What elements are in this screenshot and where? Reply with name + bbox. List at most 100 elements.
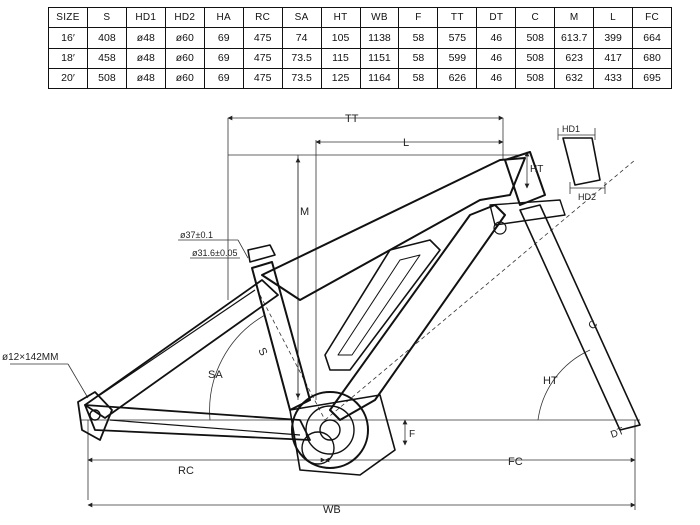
table-header-cell: HD1 — [125, 6, 166, 29]
table-cell: 475 — [242, 47, 283, 69]
label-fc: FC — [508, 456, 523, 468]
table-cell: 508 — [515, 67, 556, 90]
table-cell: 73.5 — [281, 67, 322, 90]
label-tt: TT — [345, 113, 359, 125]
table-header-cell: HD2 — [164, 6, 205, 29]
table-cell: 58 — [398, 27, 439, 49]
table-cell: 695 — [632, 67, 672, 90]
table-cell: 632 — [554, 67, 595, 90]
table-cell: 575 — [437, 27, 478, 49]
label-sa: SA — [208, 369, 223, 381]
table-cell: 69 — [203, 67, 244, 90]
table-cell: 623 — [554, 47, 595, 69]
battery — [324, 239, 441, 371]
table-cell: 46 — [476, 27, 517, 49]
label-l: L — [403, 137, 409, 149]
table-header-cell: S — [86, 6, 127, 29]
table-cell: 417 — [593, 47, 634, 69]
table-cell: 613.7 — [554, 27, 595, 49]
table-cell: ø48 — [125, 67, 166, 90]
table-header-cell: C — [515, 6, 556, 29]
table-cell: 1151 — [359, 47, 400, 69]
table-cell: 58 — [398, 47, 439, 69]
table-header-cell: F — [398, 6, 439, 29]
table-cell: 399 — [593, 27, 634, 49]
label-wb: WB — [323, 504, 341, 516]
table-cell: 125 — [320, 67, 361, 90]
frame — [77, 137, 641, 476]
table-header-cell: WB — [359, 6, 400, 29]
table-cell: 508 — [515, 47, 556, 69]
table-cell: 20′ — [48, 67, 88, 90]
dropout — [77, 391, 113, 441]
table-header-cell: DT — [476, 6, 517, 29]
seat-tube — [251, 261, 311, 411]
table-cell: 1164 — [359, 67, 400, 90]
table-cell: ø48 — [125, 27, 166, 49]
label-seat-dia-2: ø31.6±0.05 — [192, 248, 237, 258]
table-cell: ø60 — [164, 67, 205, 90]
table-cell: 18′ — [48, 47, 88, 69]
label-hd1: HD1 — [562, 124, 580, 134]
seat-stay — [84, 279, 279, 419]
label-s: S — [255, 346, 269, 358]
table-cell: 475 — [242, 67, 283, 90]
down-tube — [329, 204, 506, 421]
label-rc: RC — [178, 465, 194, 477]
table-cell: 664 — [632, 27, 672, 49]
label-hd2: HD2 — [578, 192, 596, 202]
table-cell: 46 — [476, 67, 517, 90]
table-cell: 73.5 — [281, 47, 322, 69]
table-cell: 115 — [320, 47, 361, 69]
table-cell: 458 — [86, 47, 127, 69]
frame-drawing: TT L M HD1 HT HD2 ø37±0.1 ø31.6±0.05 ø12… — [2, 113, 641, 516]
table-cell: 680 — [632, 47, 672, 69]
label-ht-top: HT — [530, 164, 543, 175]
table-header-cell: HA — [203, 6, 244, 29]
table-header-cell: FC — [632, 6, 672, 29]
label-ht-angle: HT — [543, 375, 558, 387]
table-cell: ø60 — [164, 47, 205, 69]
table-header-cell: HT — [320, 6, 361, 29]
table-cell: 16′ — [48, 27, 88, 49]
table-cell: 105 — [320, 27, 361, 49]
label-f: F — [409, 429, 415, 440]
label-c: C — [586, 318, 600, 332]
table-cell: 626 — [437, 67, 478, 90]
label-dt: DT — [609, 426, 625, 441]
label-m: M — [300, 206, 309, 218]
dimension-lines — [10, 115, 640, 510]
table-cell: 433 — [593, 67, 634, 90]
table-cell: 599 — [437, 47, 478, 69]
table-cell: 74 — [281, 27, 322, 49]
table-cell: 408 — [86, 27, 127, 49]
label-axle: ø12×142MM — [2, 352, 58, 363]
table-header-cell: L — [593, 6, 634, 29]
table-cell: 69 — [203, 27, 244, 49]
table-cell: 46 — [476, 47, 517, 69]
head-tube — [504, 151, 546, 206]
table-header-cell: TT — [437, 6, 478, 29]
table-cell: 508 — [86, 67, 127, 90]
labels: TT L M HD1 HT HD2 ø37±0.1 ø31.6±0.05 ø12… — [2, 113, 626, 516]
motor — [291, 391, 369, 469]
table-cell: 69 — [203, 47, 244, 69]
table-header-cell: SA — [281, 6, 322, 29]
table-cell: 475 — [242, 27, 283, 49]
table-cell: ø48 — [125, 47, 166, 69]
table-header-cell: RC — [242, 6, 283, 29]
chain-stay — [84, 404, 311, 441]
table-cell: 508 — [515, 27, 556, 49]
top-tube — [261, 157, 526, 301]
table-header-cell: M — [554, 6, 595, 29]
table-cell: 1138 — [359, 27, 400, 49]
table-header-cell: SIZE — [48, 6, 88, 29]
table-cell: 58 — [398, 67, 439, 90]
table-cell: ø60 — [164, 27, 205, 49]
